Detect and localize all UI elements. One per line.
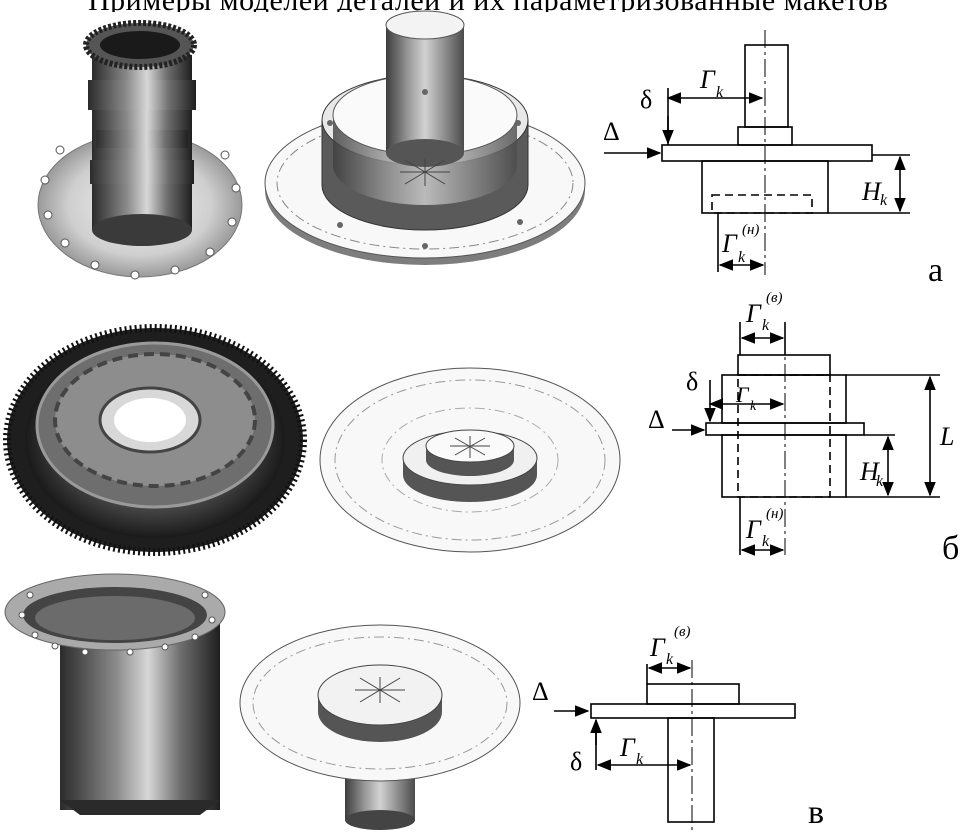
schematic-a-labels: Г k δ Δ H k Г k (н) [603,65,888,266]
cut-off-caption: Примеры моделей деталей и их параметризо… [0,0,970,12]
label-sup-n-b: (н) [766,506,783,522]
label-gamma-v-b: Г [745,299,762,328]
label-delta-a: Δ [603,117,620,146]
label-sup-v-b: (в) [766,290,783,306]
label-L-b: L [939,422,954,451]
label-sup-n-a: (н) [742,222,759,238]
label-delta-small-c: δ [570,747,582,776]
panel-letter-c: в [808,794,825,831]
label-Hk-a: k [880,192,888,209]
caption-text: Примеры моделей деталей и их параметризо… [0,0,970,12]
schematic-c [554,660,796,834]
photo-case-flange [4,573,226,815]
label-k-n-a: k [738,249,746,266]
label-k-n-b: k [762,533,770,550]
label-delta-small-a: δ [640,85,652,114]
label-k-a: k [716,84,724,101]
label-gamma-b: Г [735,382,750,407]
schematic-b-labels: Г k (в) δ Г k Δ L H k Г k (н) [648,290,954,550]
label-gamma-c: Г [619,733,636,762]
photo-bladed-disk [3,324,307,556]
label-k-b: k [750,399,757,414]
label-H-b: H [859,457,880,486]
model-a [264,10,586,265]
label-H-a: H [861,177,882,206]
label-k-c: k [636,751,644,768]
schematic-b [672,322,940,556]
model-c [239,624,521,830]
label-gamma-v-c: Г [649,633,666,662]
model-b [319,367,621,553]
schematic-a [604,30,910,275]
label-sup-v-c: (в) [674,624,691,640]
label-k-v-b: k [762,317,770,334]
schematic-c-labels: Г k (в) Δ δ Г k [532,624,691,776]
photo-shaft-flange [37,20,243,280]
panel-letter-a: а [928,252,944,289]
label-gamma-n-b: Г [745,515,762,544]
label-k-v-c: k [666,651,674,668]
label-Hk-b: k [876,473,884,490]
label-delta-b: Δ [648,405,665,434]
label-gamma-n-a: Г [721,229,738,258]
label-gamma-a: Г [699,65,716,94]
label-delta-c: Δ [532,677,549,706]
panel-letter-b: б [942,530,960,567]
label-delta-small-b: δ [686,367,698,396]
